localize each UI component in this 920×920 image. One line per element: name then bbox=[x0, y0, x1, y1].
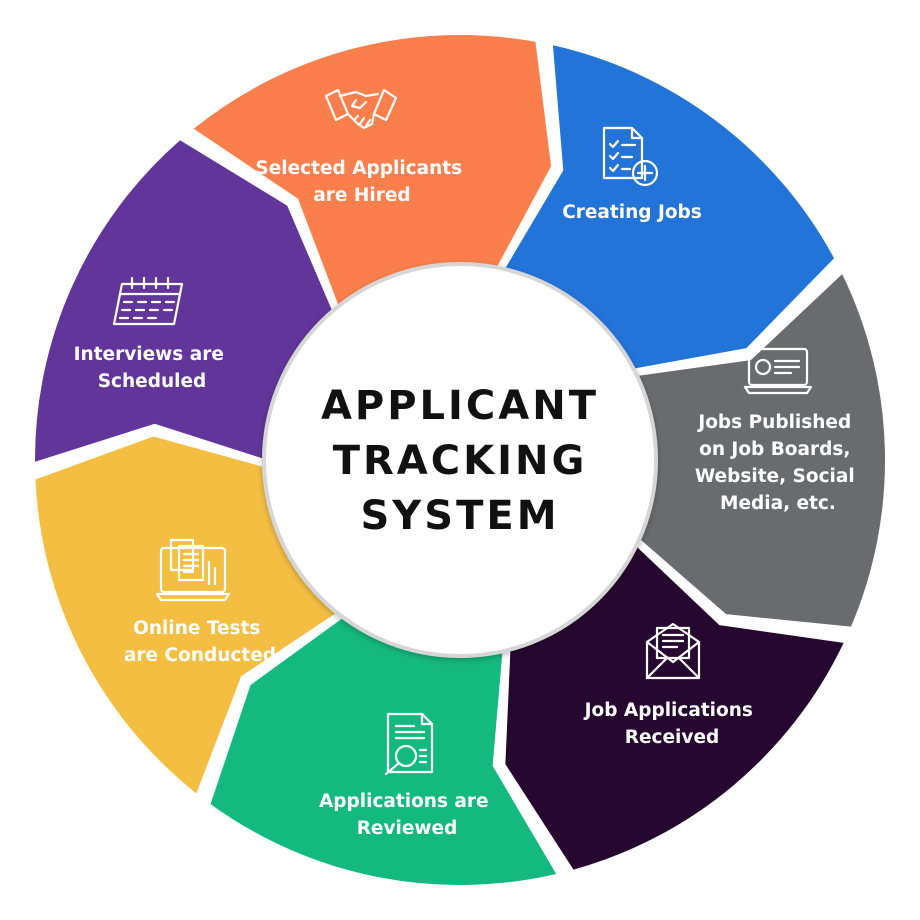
cycle-segments bbox=[35, 35, 885, 885]
segment-2 bbox=[501, 45, 835, 370]
segment-3 bbox=[630, 274, 885, 627]
segment-7-label: Selected Applicants are Hired bbox=[255, 158, 468, 206]
center-title-line-1: APPLICANT bbox=[321, 383, 599, 429]
segment-3-label: Job Applications Received bbox=[583, 700, 760, 748]
center-title-line-2: TRACKING bbox=[333, 438, 588, 484]
segment-5-label: Online Tests are Conducted bbox=[124, 618, 276, 666]
center-circle-ring bbox=[262, 262, 658, 658]
segment-4-label: Applications are Reviewed bbox=[319, 791, 495, 839]
segment-1-label: Creating Jobs bbox=[562, 202, 702, 223]
center-title: APPLICANT TRACKING SYSTEM bbox=[321, 383, 599, 539]
segment-4 bbox=[505, 541, 844, 870]
laptop-profile-icon bbox=[743, 347, 813, 395]
center-title-line-3: SYSTEM bbox=[361, 493, 560, 539]
segment-5 bbox=[210, 613, 557, 885]
document-magnifier-icon bbox=[384, 712, 434, 776]
segment-7 bbox=[35, 140, 335, 462]
segment-labels: Creating Jobs Jobs Published on Job Boar… bbox=[74, 158, 861, 839]
handshake-icon bbox=[324, 88, 398, 130]
envelope-document-icon bbox=[645, 622, 701, 680]
laptop-documents-icon bbox=[155, 538, 231, 602]
segment-2-label: Jobs Published on Job Boards, Website, S… bbox=[695, 412, 861, 514]
segment-6-label: Interviews are Scheduled bbox=[74, 344, 231, 392]
segment-6 bbox=[35, 436, 343, 794]
document-add-icon bbox=[602, 126, 659, 187]
calendar-icon bbox=[112, 276, 184, 326]
segment-1 bbox=[193, 35, 552, 312]
